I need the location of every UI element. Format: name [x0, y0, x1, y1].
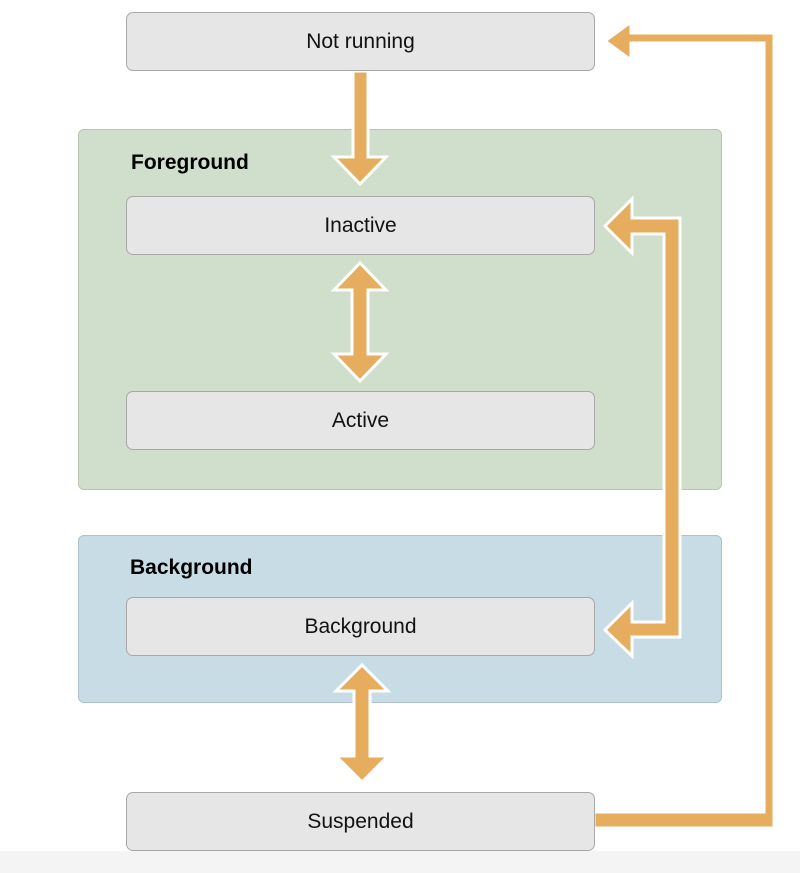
state-active: Active	[126, 391, 595, 450]
arrow-suspended-to-notrunning	[592, 19, 776, 830]
state-suspended: Suspended	[126, 792, 595, 851]
state-background: Background	[126, 597, 595, 656]
background-group-title: Background	[130, 556, 253, 579]
arrow-background-suspended	[332, 662, 392, 785]
arrow-inactive-active	[330, 260, 390, 384]
state-not-running: Not running	[126, 12, 595, 71]
arrow-inactive-background	[602, 195, 682, 660]
foreground-group-title: Foreground	[131, 151, 249, 174]
state-inactive: Inactive	[126, 196, 595, 255]
bottom-strip	[0, 851, 800, 873]
arrow-notrunning-to-inactive	[330, 69, 390, 187]
